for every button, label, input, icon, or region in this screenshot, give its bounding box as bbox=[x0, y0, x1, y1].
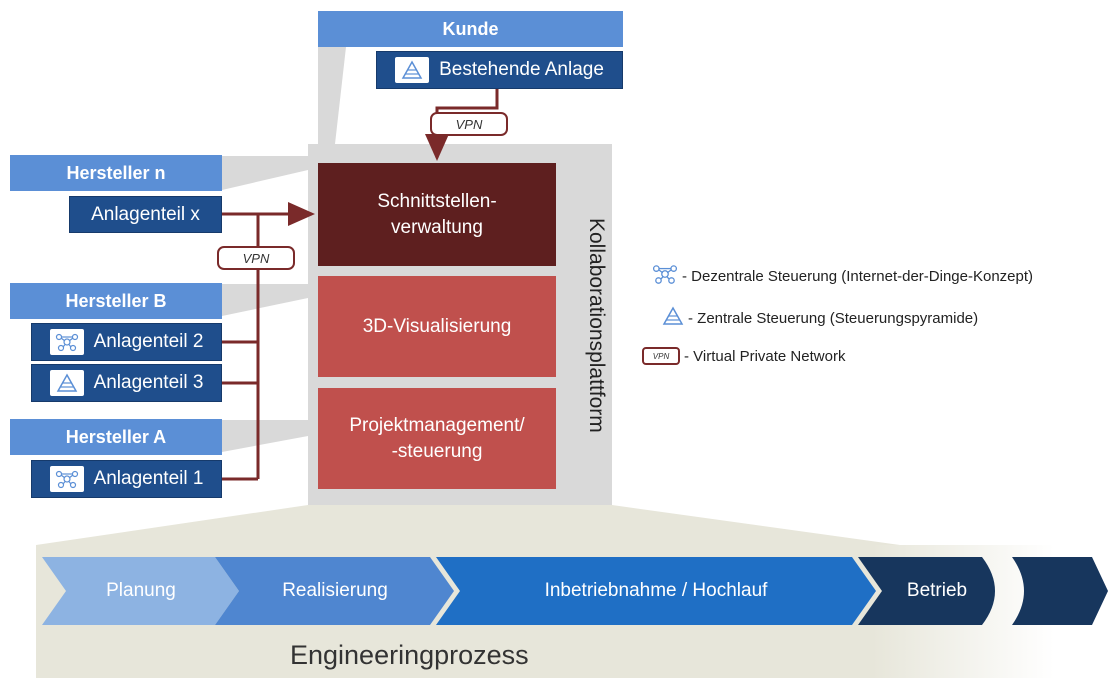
existing-system-box: Bestehende Anlage bbox=[376, 51, 623, 89]
pyramid-icon bbox=[49, 370, 84, 396]
phase-planung bbox=[42, 557, 239, 625]
platform-title: Kollaborationsplattform bbox=[585, 217, 608, 433]
funnel-hersteller-a bbox=[222, 420, 308, 452]
phase-realisierung bbox=[215, 557, 454, 625]
phase-inbetriebnahme bbox=[436, 557, 876, 625]
phase-planung-label: Planung bbox=[106, 580, 176, 601]
funnel-hersteller-b bbox=[222, 284, 308, 316]
phase-realisierung-label: Realisierung bbox=[282, 580, 388, 601]
legend-pyramid: - Zentrale Steuerung (Steuerungspyramide… bbox=[662, 306, 978, 330]
manufacturer-a-header: Hersteller A bbox=[10, 419, 222, 455]
vpn-label-customer: VPN bbox=[430, 112, 508, 136]
iot-network-icon bbox=[652, 263, 678, 289]
customer-header: Kunde bbox=[318, 11, 623, 47]
module-project-management: Projektmanagement/ -steuerung bbox=[318, 388, 556, 489]
platform-funnel bbox=[36, 505, 900, 545]
iot-network-icon bbox=[49, 329, 84, 355]
legend-iot: - Dezentrale Steuerung (Internet-der-Din… bbox=[652, 263, 1033, 289]
pyramid-icon bbox=[395, 57, 430, 83]
customer-funnel bbox=[318, 47, 346, 144]
pyramid-icon bbox=[662, 306, 684, 330]
funnel-hersteller-n bbox=[222, 156, 308, 190]
module-interface-management: Schnittstellen- verwaltung bbox=[318, 163, 556, 266]
vpn-label-manufacturers: VPN bbox=[217, 246, 295, 270]
manufacturer-b-header: Hersteller B bbox=[10, 283, 222, 319]
part-x-box: Anlagenteil x bbox=[69, 196, 222, 233]
part-1-box: Anlagenteil 1 bbox=[31, 460, 222, 498]
phase-inbetriebnahme-label: Inbetriebnahme / Hochlauf bbox=[544, 580, 768, 601]
vpn-badge-icon: VPN bbox=[642, 347, 680, 365]
legend-vpn: VPN - Virtual Private Network bbox=[642, 347, 845, 365]
part-2-box: Anlagenteil 2 bbox=[31, 323, 222, 361]
phase-betrieb bbox=[858, 557, 995, 625]
manufacturer-n-header: Hersteller n bbox=[10, 155, 222, 191]
existing-system-label: Bestehende Anlage bbox=[439, 59, 604, 80]
iot-network-icon bbox=[49, 466, 84, 492]
phase-continuation bbox=[1012, 557, 1108, 625]
module-3d-visualization: 3D-Visualisierung bbox=[318, 276, 556, 377]
customer-title: Kunde bbox=[442, 18, 499, 39]
phase-betrieb-label: Betrieb bbox=[906, 580, 968, 601]
part-3-box: Anlagenteil 3 bbox=[31, 364, 222, 402]
process-title: Engineeringprozess bbox=[290, 640, 529, 670]
